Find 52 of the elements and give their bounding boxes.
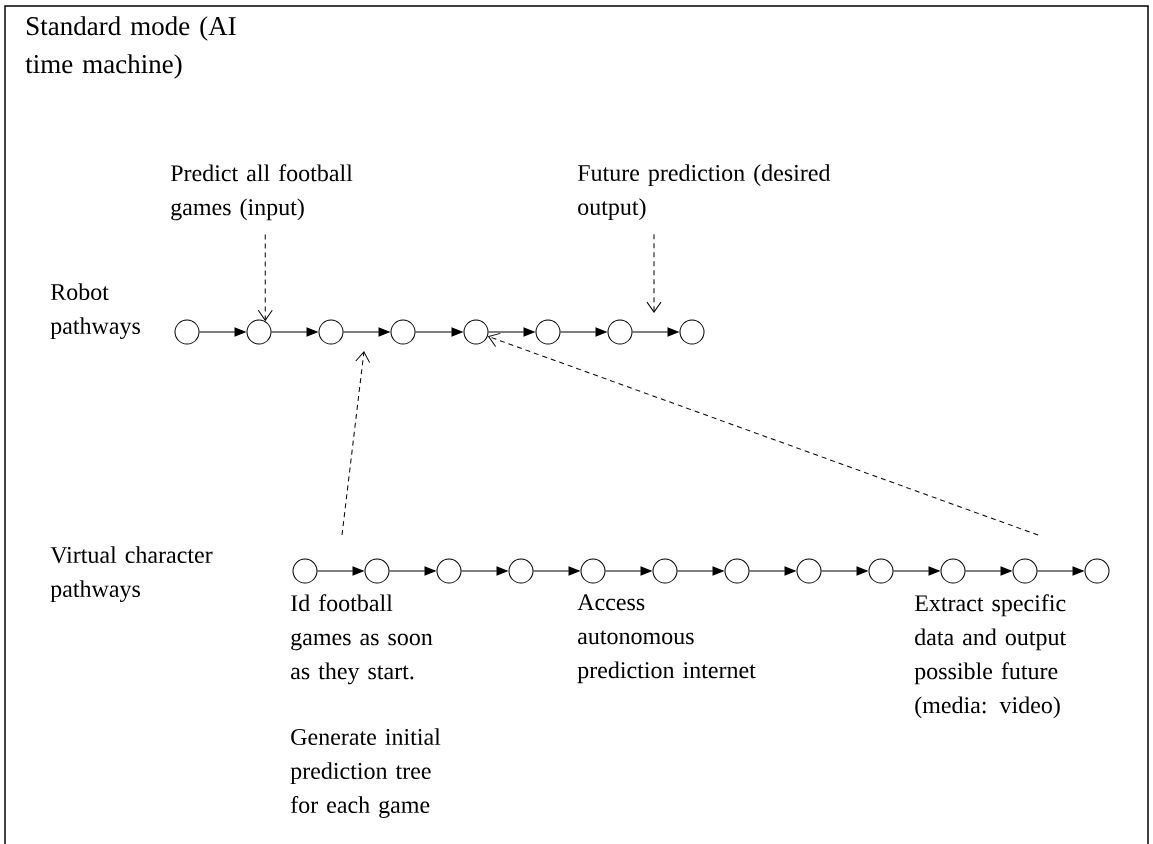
arrow [257, 234, 273, 321]
annotation-text: Future prediction (desired output) [577, 164, 831, 220]
step-circle [292, 558, 318, 584]
arrow [560, 327, 607, 337]
arrow [461, 566, 508, 576]
step-circle [436, 558, 462, 584]
step-circle [940, 558, 966, 584]
step-circle [246, 319, 272, 345]
arrow [271, 327, 318, 337]
arrow [632, 327, 679, 337]
row-label: Robot pathways [50, 283, 140, 340]
step-circle [535, 319, 561, 345]
row-label: Virtual character pathways [50, 546, 213, 603]
arrow [821, 566, 868, 576]
frame [4, 5, 1149, 844]
step-circle [652, 558, 678, 584]
arrow [965, 566, 1012, 576]
arrow [488, 327, 535, 337]
title: Standard mode (AI time machine) [25, 16, 236, 79]
step-circle [318, 319, 344, 345]
arrow [389, 566, 436, 576]
step-circle [868, 558, 894, 584]
arrow [199, 327, 246, 337]
arrow [533, 566, 580, 576]
annotation-text: Predict all football games (input) [170, 164, 353, 221]
arrow [677, 566, 724, 576]
step-note: Extract specific data and output possible future (media: video) [914, 594, 1067, 719]
arrow [749, 566, 796, 576]
step-note: Generate initial prediction tree for each game [290, 728, 441, 819]
step-circle [1012, 558, 1038, 584]
step-circle [724, 558, 750, 584]
step-circle [580, 558, 606, 584]
arrow [317, 566, 364, 576]
arrow [646, 233, 662, 313]
step-circle [679, 319, 705, 345]
step-circle [174, 319, 200, 345]
arrow [1037, 566, 1084, 576]
step-circle [796, 558, 822, 584]
arrow [343, 327, 390, 337]
step-circle [607, 319, 633, 345]
arrow [893, 566, 940, 576]
step-circle [463, 319, 489, 345]
arrow [341, 351, 371, 536]
step-circle [1084, 558, 1110, 584]
step-note: Id football games as soon as they start. [291, 594, 433, 685]
step-circle [390, 319, 416, 345]
step-note: Access autonomous prediction internet [577, 594, 756, 684]
step-circle [508, 558, 534, 584]
arrow [415, 327, 463, 337]
step-circle [364, 558, 390, 584]
arrow [488, 332, 1039, 536]
arrow [605, 566, 652, 576]
